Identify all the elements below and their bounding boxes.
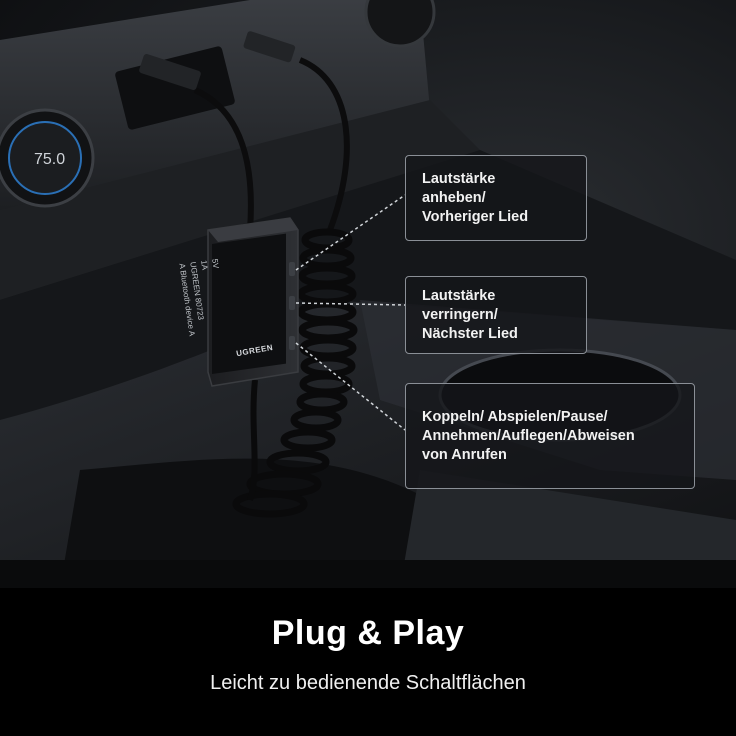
- climate-knob-top: [364, 0, 436, 48]
- pair-play-button: [289, 336, 295, 350]
- callout-pair-play: Koppeln/ Abspielen/Pause/ Annehmen/Aufle…: [405, 383, 695, 489]
- dashboard-panel: [0, 0, 430, 230]
- climate-knob: 75.0: [0, 108, 95, 208]
- callout-line: Nächster Lied: [422, 326, 518, 342]
- subline: Leicht zu bedienende Schaltflächen: [210, 672, 526, 694]
- car-interior-illustration: 75.0: [0, 0, 736, 588]
- callout-line: Koppeln/ Abspielen/Pause/: [422, 409, 608, 425]
- callout-line: Lautstärke: [422, 171, 496, 187]
- volume-down-button: [289, 296, 295, 310]
- volume-up-button: [289, 262, 295, 276]
- leader-lines: [295, 194, 406, 431]
- headline: Plug & Play: [271, 614, 465, 652]
- svg-text:75.0: 75.0: [34, 151, 65, 168]
- callout-volume-up: Lautstärke anheben/ Vorheriger Lied: [405, 155, 587, 241]
- footer-banner: Plug & Play Leicht zu bedienende Schaltf…: [0, 588, 736, 736]
- callout-line: Vorheriger Lied: [422, 209, 529, 225]
- callout-line: von Anrufen: [422, 447, 507, 463]
- callout-line: Lautstärke: [422, 288, 496, 304]
- bluetooth-adapter-device: [207, 217, 299, 387]
- callout-line: anheben/: [422, 190, 486, 206]
- callout-line: Annehmen/Auflegen/Abweisen: [422, 428, 635, 444]
- product-photo: 75.0: [0, 0, 736, 588]
- callout-line: verringern/: [422, 307, 498, 323]
- callout-volume-down: Lautstärke verringern/ Nächster Lied: [405, 276, 587, 354]
